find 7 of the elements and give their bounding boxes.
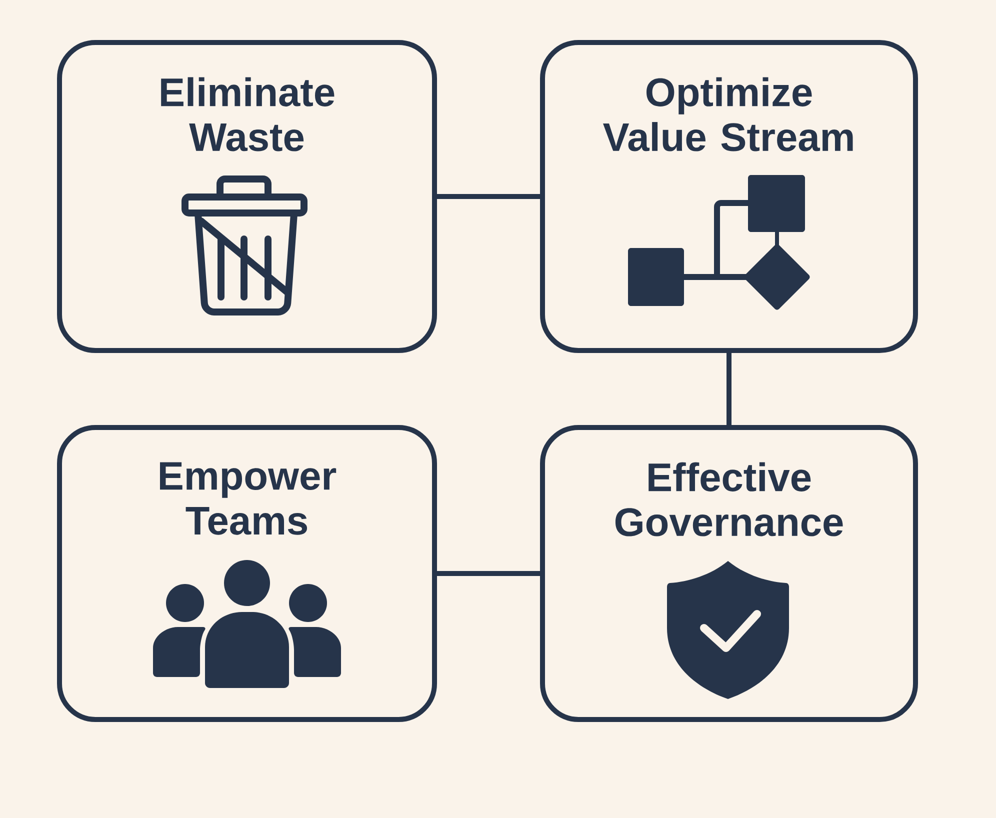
connector-line: [434, 194, 542, 199]
rounded-box: Effective Governance: [540, 425, 918, 722]
connector-line: [434, 571, 542, 576]
connector-line: [726, 350, 732, 428]
rounded-box: Eliminate Waste: [57, 40, 437, 353]
rounded-box: Empower Teams: [57, 425, 437, 722]
rounded-box: Optimize Value Stream: [540, 40, 918, 353]
